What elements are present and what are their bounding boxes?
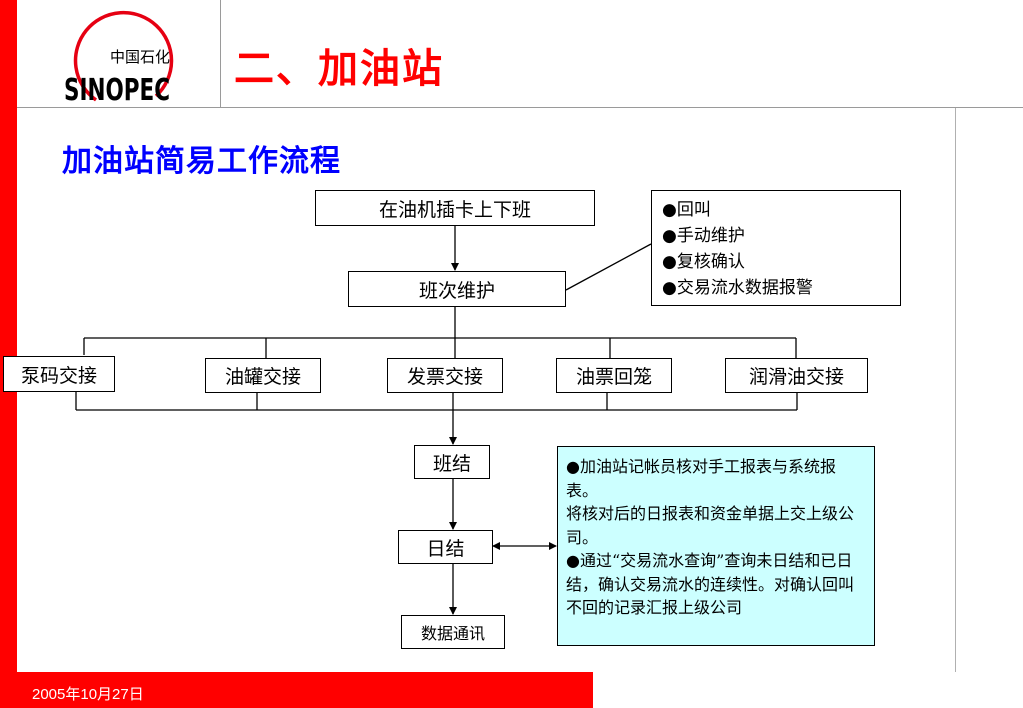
left-red-bar bbox=[0, 0, 17, 708]
right-margin-line bbox=[955, 108, 956, 672]
header-divider bbox=[17, 107, 1023, 108]
logo-english-text: SINOPEC bbox=[64, 73, 170, 106]
page-title: 二、加油站 bbox=[234, 45, 444, 92]
bottom-red-bar bbox=[0, 672, 593, 708]
handover-box-pump: 泵码交接 bbox=[3, 356, 115, 392]
shift-note-3: ●复核确认 bbox=[662, 252, 745, 272]
day-note-1: ●加油站记帐员核对手工报表与系统报表。 bbox=[566, 457, 836, 500]
logo-chinese-text: 中国石化 bbox=[110, 48, 170, 66]
shift-note-2: ●手动维护 bbox=[662, 226, 745, 246]
flow-shift-close-box: 班结 bbox=[414, 445, 490, 479]
handover-box-invoice: 发票交接 bbox=[387, 358, 503, 393]
handover-box-lubricant: 润滑油交接 bbox=[725, 358, 868, 393]
handover-box-ticket: 油票回笼 bbox=[556, 358, 672, 393]
shift-note-1: ●回叫 bbox=[662, 200, 711, 220]
footer-date: 2005年10月27日 bbox=[32, 686, 144, 703]
flow-data-comm-box: 数据通讯 bbox=[401, 615, 505, 649]
shift-notes-box: ●回叫 ●手动维护 ●复核确认 ●交易流水数据报警 bbox=[651, 190, 901, 306]
flow-start-box: 在油机插卡上下班 bbox=[315, 190, 595, 226]
sinopec-logo: 中国石化 SINOPEC bbox=[64, 10, 174, 106]
day-note-3: ●通过“交易流水查询”查询未日结和已日结，确认交易流水的连续性。对确认回叫不回的… bbox=[566, 551, 855, 617]
day-close-notes-box: ●加油站记帐员核对手工报表与系统报表。 将核对后的日报表和资金单据上交上级公司。… bbox=[557, 446, 875, 646]
handover-box-tank: 油罐交接 bbox=[205, 358, 321, 393]
shift-note-4: ●交易流水数据报警 bbox=[662, 278, 813, 298]
day-note-2: 将核对后的日报表和资金单据上交上级公司。 bbox=[566, 504, 855, 547]
flow-day-close-box: 日结 bbox=[398, 530, 493, 564]
flow-shift-box: 班次维护 bbox=[348, 271, 566, 307]
diagram-subtitle: 加油站简易工作流程 bbox=[62, 144, 341, 179]
logo-divider bbox=[220, 0, 221, 107]
shift-note-connector bbox=[565, 243, 652, 291]
